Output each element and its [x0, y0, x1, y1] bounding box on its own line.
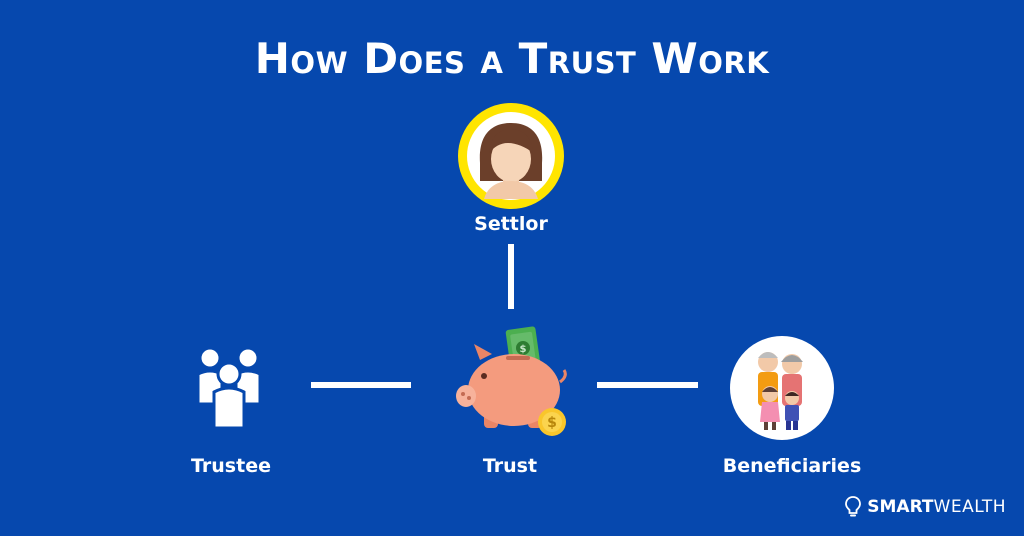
svg-text:$: $ [520, 344, 527, 355]
trust-label: Trust [482, 455, 538, 477]
family-icon [730, 336, 834, 440]
svg-text:$: $ [547, 415, 557, 431]
trustee-label: Trustee [191, 455, 271, 477]
trust-beneficiaries-connector [597, 382, 698, 388]
settlor-avatar-icon [458, 103, 564, 209]
piggy-bank-icon: $ $ [448, 324, 578, 440]
trustee-trust-connector [311, 382, 411, 388]
settlor-label: Settlor [474, 213, 548, 235]
settlor-trust-connector [508, 244, 514, 309]
diagram-title: How Does a Trust Work [254, 34, 770, 83]
brand-name-regular: WEALTH [933, 497, 1006, 517]
brand-name-bold: SMART [867, 497, 934, 517]
lightbulb-icon [845, 496, 862, 518]
trustee-group-icon [194, 344, 264, 434]
beneficiaries-label: Beneficiaries [722, 455, 862, 477]
coin-icon: $ [538, 408, 566, 436]
